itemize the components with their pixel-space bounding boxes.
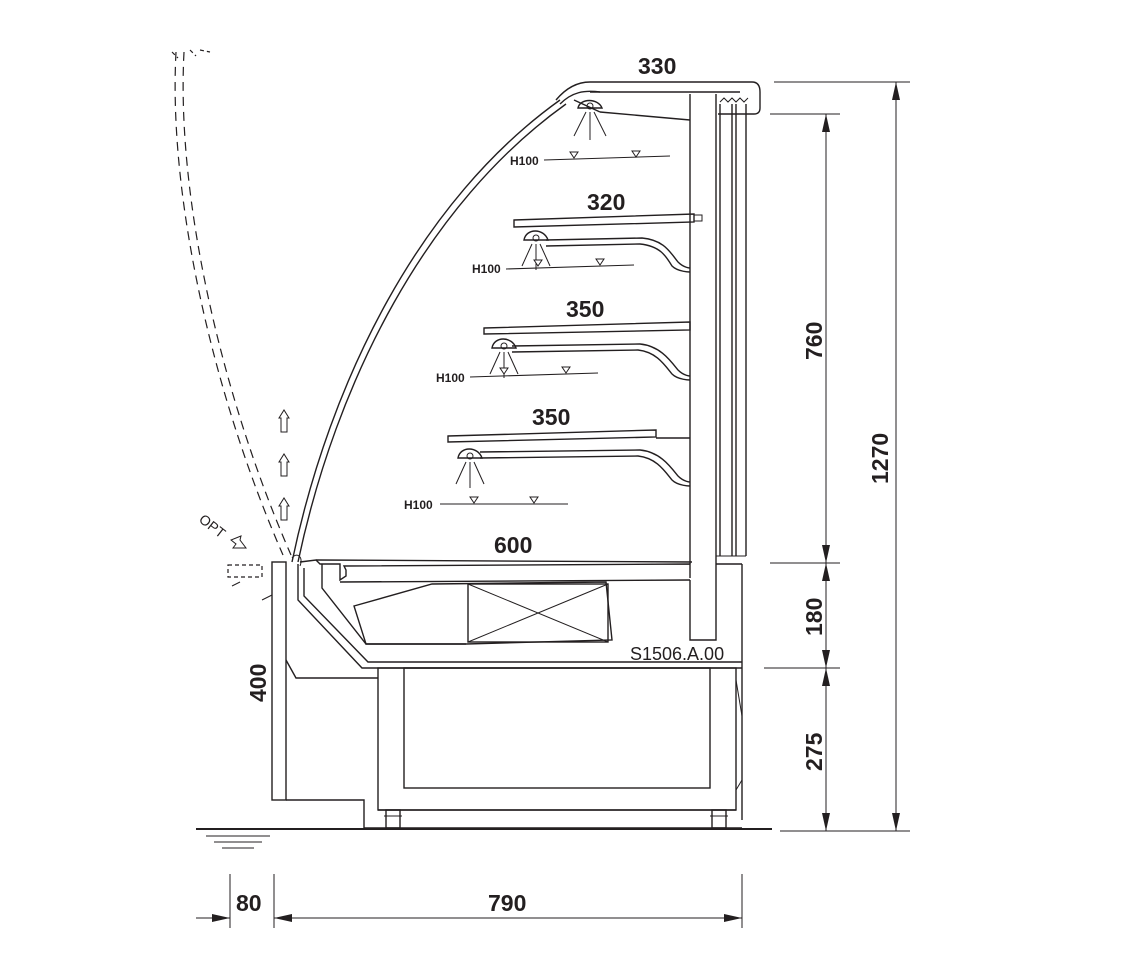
vertical-dimension-lines xyxy=(764,81,910,832)
airflow-arrows xyxy=(278,409,290,521)
light-level-label-1: H100 xyxy=(510,154,539,168)
open-door-ghost-outline xyxy=(171,49,292,556)
light-level-lines xyxy=(440,150,671,505)
option-label: OPT xyxy=(196,511,229,542)
dim-base-height: 275 xyxy=(801,732,827,771)
floor-line xyxy=(196,828,772,849)
dim-front-overhang: 80 xyxy=(236,890,262,916)
drawing-code: S1506.A.00 xyxy=(630,644,724,664)
dim-total-depth: 790 xyxy=(488,890,526,916)
base-cabinet xyxy=(364,667,743,829)
dim-deck-depth: 600 xyxy=(494,532,532,558)
shelf-3 xyxy=(447,429,691,488)
dim-display-height: 760 xyxy=(801,322,827,360)
dim-total-height: 1270 xyxy=(867,433,893,484)
top-light-fixture xyxy=(573,99,607,140)
dim-shelf-2-depth: 350 xyxy=(566,296,604,322)
front-curved-glass xyxy=(291,99,567,563)
light-level-label-4: H100 xyxy=(404,498,433,512)
dim-canopy-depth: 330 xyxy=(638,53,676,79)
shelf-1 xyxy=(513,213,703,273)
dim-shelf-3-depth: 350 xyxy=(532,404,570,430)
display-deck xyxy=(297,559,743,820)
option-indicator: OPT xyxy=(196,511,273,601)
rear-column xyxy=(689,94,747,564)
front-panel xyxy=(271,554,378,828)
light-level-label-2: H100 xyxy=(472,262,501,276)
horizontal-dimension-lines xyxy=(196,874,743,928)
shelf-2 xyxy=(483,321,691,381)
dim-shelf-1-depth: 320 xyxy=(587,189,625,215)
light-level-label-3: H100 xyxy=(436,371,465,385)
dim-front-height: 400 xyxy=(245,664,271,702)
dim-deck-height: 180 xyxy=(801,598,827,636)
